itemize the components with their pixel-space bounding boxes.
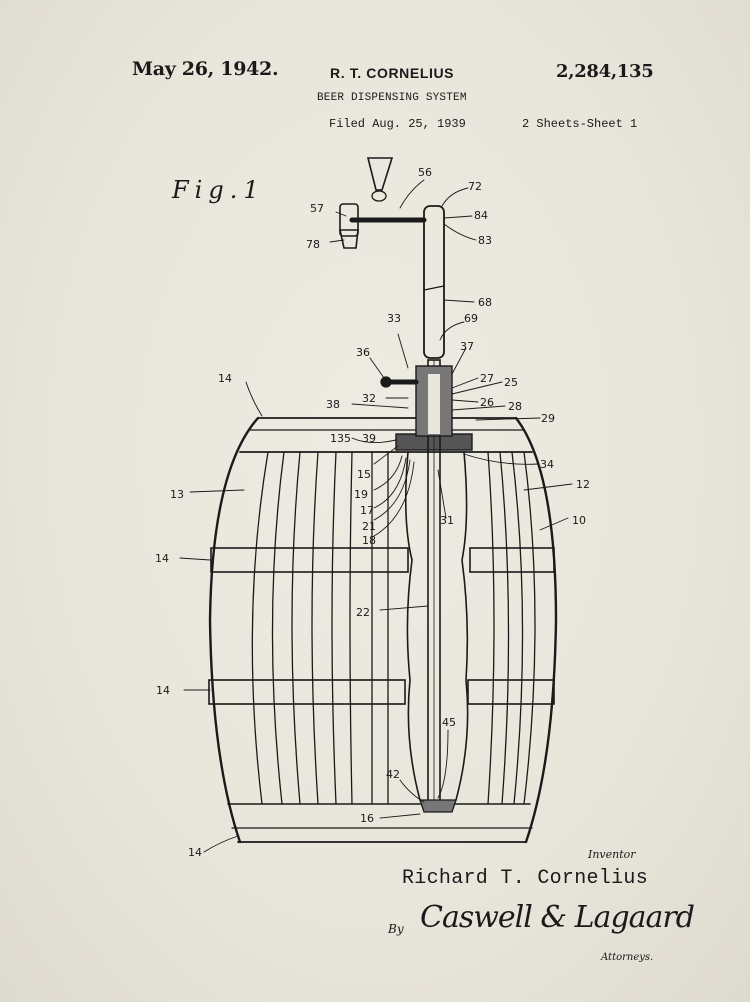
svg-text:12: 12 bbox=[576, 478, 590, 491]
svg-text:14: 14 bbox=[188, 846, 202, 859]
svg-text:22: 22 bbox=[356, 606, 370, 619]
svg-text:56: 56 bbox=[418, 166, 432, 179]
patent-date: May 26, 1942. bbox=[132, 58, 279, 80]
svg-text:14: 14 bbox=[156, 684, 170, 697]
filed-date: Filed Aug. 25, 1939 bbox=[329, 117, 466, 131]
svg-text:16: 16 bbox=[360, 812, 374, 825]
svg-text:72: 72 bbox=[468, 180, 482, 193]
svg-text:36: 36 bbox=[356, 346, 370, 359]
svg-text:38: 38 bbox=[326, 398, 340, 411]
svg-text:17: 17 bbox=[360, 504, 374, 517]
svg-text:37: 37 bbox=[460, 340, 474, 353]
svg-text:68: 68 bbox=[478, 296, 492, 309]
sheet-count: 2 Sheets-Sheet 1 bbox=[522, 117, 638, 131]
svg-text:15: 15 bbox=[357, 468, 371, 481]
svg-text:14: 14 bbox=[155, 552, 169, 565]
barrel-icon bbox=[208, 416, 558, 844]
svg-text:45: 45 bbox=[442, 716, 456, 729]
svg-text:32: 32 bbox=[362, 392, 376, 405]
attorney-signature: Caswell & Lagaard bbox=[420, 900, 695, 935]
inventor-header: R. T. CORNELIUS bbox=[330, 65, 455, 81]
tap-assembly-icon bbox=[339, 157, 457, 813]
svg-text:28: 28 bbox=[508, 400, 522, 413]
svg-text:69: 69 bbox=[464, 312, 478, 325]
svg-text:19: 19 bbox=[354, 488, 368, 501]
svg-text:18: 18 bbox=[362, 534, 376, 547]
svg-text:10: 10 bbox=[572, 514, 586, 527]
svg-text:13: 13 bbox=[170, 488, 184, 501]
by-label: By bbox=[388, 922, 404, 936]
svg-text:14: 14 bbox=[218, 372, 232, 385]
svg-text:25: 25 bbox=[504, 376, 518, 389]
attorneys-label: Attorneys. bbox=[601, 952, 654, 963]
inventor-label: Inventor bbox=[588, 848, 636, 861]
svg-text:27: 27 bbox=[480, 372, 494, 385]
svg-text:39: 39 bbox=[362, 432, 376, 445]
svg-text:33: 33 bbox=[387, 312, 401, 325]
svg-text:21: 21 bbox=[362, 520, 376, 533]
svg-text:78: 78 bbox=[306, 238, 320, 251]
inventor-name: Richard T. Cornelius bbox=[402, 867, 649, 890]
patent-title: BEER DISPENSING SYSTEM bbox=[317, 92, 467, 104]
svg-text:31: 31 bbox=[440, 514, 454, 527]
svg-text:83: 83 bbox=[478, 234, 492, 247]
svg-text:26: 26 bbox=[480, 396, 494, 409]
svg-text:34: 34 bbox=[540, 458, 554, 471]
svg-text:135: 135 bbox=[330, 432, 351, 445]
svg-text:57: 57 bbox=[310, 202, 324, 215]
figure-label: Fig.1 bbox=[172, 176, 265, 204]
svg-text:84: 84 bbox=[474, 209, 488, 222]
svg-text:42: 42 bbox=[386, 768, 400, 781]
patent-number: 2,284,135 bbox=[556, 61, 654, 82]
svg-text:29: 29 bbox=[541, 412, 555, 425]
